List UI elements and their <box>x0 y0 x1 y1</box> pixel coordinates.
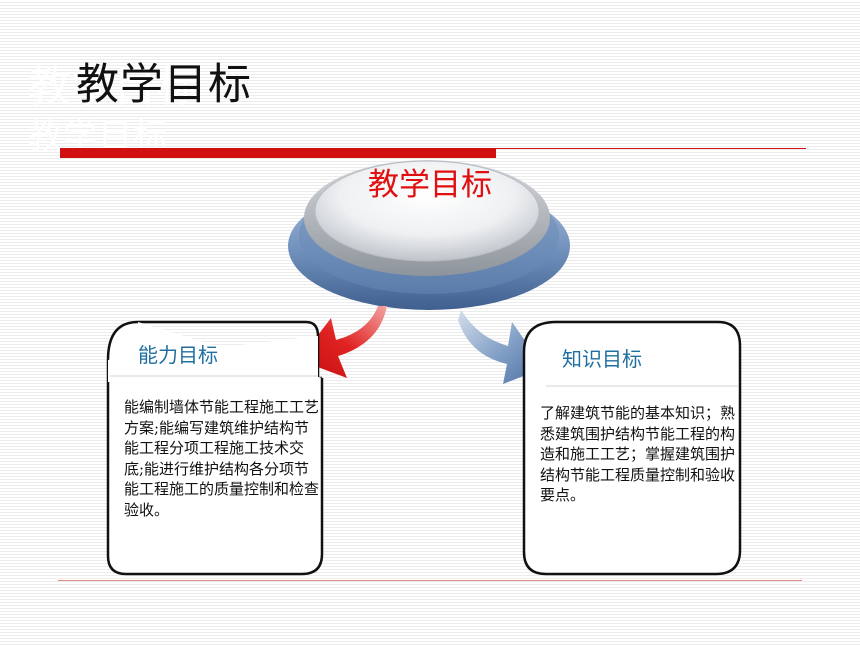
left-box-frame <box>106 320 324 576</box>
footer-divider <box>58 580 802 581</box>
left-arrow-shape <box>299 306 387 378</box>
right-box-frame <box>522 320 742 576</box>
right-box-text: 了解建筑节能的基本知识；熟悉建筑围护结构节能工程的构造和施工工艺；掌握建筑围护结… <box>540 404 736 504</box>
page-title: 教学目标 <box>76 60 252 110</box>
right-box-title: 知识目标 <box>562 347 642 371</box>
center-label: 教学目标 <box>368 167 492 203</box>
ghost-title: 教学目标 <box>28 62 201 111</box>
left-box-title: 能力目标 <box>138 343 218 367</box>
disc-dome <box>314 160 540 262</box>
title-underline-line <box>496 148 806 149</box>
right-arrow-shape <box>458 310 544 384</box>
center-disc <box>288 160 570 310</box>
title-underline-bar <box>60 148 496 158</box>
left-box-text: 能编制墙体节能工程施工工艺方案;能编写建筑维护结构节能工程分项工程施工技术交底;… <box>124 398 320 519</box>
